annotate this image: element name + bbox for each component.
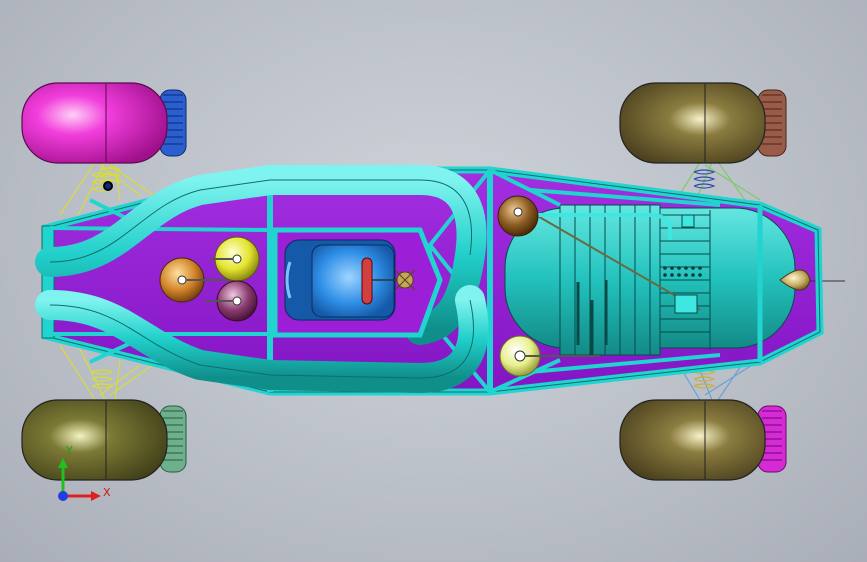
y-axis-label: Y — [66, 444, 73, 457]
steering-hub — [394, 269, 416, 291]
driver-seat[interactable] — [284, 239, 405, 321]
wheel-hub-front-left — [159, 89, 187, 157]
tire-rear-right[interactable] — [619, 399, 766, 481]
tire-front-left[interactable] — [21, 82, 168, 164]
z-axis-dot — [58, 491, 68, 501]
tank-pale-yellow — [499, 335, 600, 377]
front-right-suspension — [669, 161, 761, 216]
nose-cone — [779, 269, 845, 291]
tank-orange — [159, 257, 230, 303]
tire-front-right[interactable] — [619, 82, 766, 164]
tank-yellow — [210, 236, 260, 282]
rear-left-suspension — [59, 344, 161, 401]
coordinate-triad — [58, 458, 101, 501]
tank-brown — [497, 195, 539, 237]
wheel-hub-rear-right — [757, 405, 787, 473]
rear-right-suspension — [669, 344, 761, 401]
tank-purple — [205, 280, 258, 322]
exhaust-pipes[interactable] — [35, 165, 489, 394]
tire-rear-left[interactable] — [21, 399, 168, 481]
x-axis-label: X — [103, 486, 111, 499]
front-spring-left — [99, 167, 121, 191]
engine-block[interactable] — [504, 199, 796, 356]
